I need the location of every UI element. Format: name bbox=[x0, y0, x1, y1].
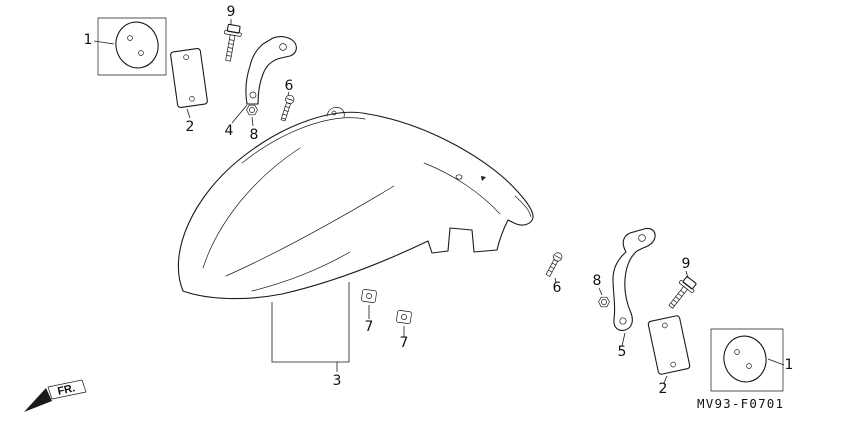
leader-line bbox=[231, 104, 248, 124]
fender-side-panel-line bbox=[423, 162, 501, 215]
plate-reflector-body bbox=[647, 315, 691, 375]
fender-tip-line bbox=[514, 195, 532, 218]
reflector-round-left: 1 bbox=[84, 17, 167, 76]
leader-line bbox=[287, 91, 290, 96]
callout-nut-right: 8 bbox=[593, 273, 602, 289]
fender-panel-hole bbox=[455, 174, 463, 180]
reflector-plate-left: 2 bbox=[170, 48, 208, 135]
bolt-threads bbox=[670, 290, 685, 307]
bracket-body bbox=[245, 36, 297, 105]
bracket-hole bbox=[279, 43, 287, 51]
reflector-round-right: 1 bbox=[710, 328, 794, 392]
screw-dot bbox=[127, 35, 133, 41]
screw-slot bbox=[286, 98, 293, 101]
callout-clip-front: 7 bbox=[365, 319, 374, 335]
bracket-hole bbox=[249, 91, 257, 99]
leader-line bbox=[621, 332, 626, 347]
screw-dot bbox=[662, 322, 668, 329]
clip-body bbox=[361, 288, 377, 304]
callout-reflector-round-left: 1 bbox=[84, 32, 93, 48]
callout-screw-left: 6 bbox=[285, 78, 294, 94]
screw-dot bbox=[734, 349, 740, 355]
callout-bolt-left: 9 bbox=[227, 4, 236, 20]
front-marker-label: FR. bbox=[56, 382, 76, 397]
round-reflector-lens bbox=[723, 335, 767, 383]
callout-bolt-right: 9 bbox=[682, 256, 691, 272]
screw-shaft bbox=[280, 102, 291, 122]
bolt-head bbox=[682, 276, 697, 290]
screw-dot bbox=[670, 361, 676, 368]
leader-line bbox=[93, 40, 115, 45]
leader-line bbox=[767, 358, 785, 366]
fender-outline bbox=[177, 111, 534, 300]
leader-line bbox=[271, 282, 350, 372]
fender-lip-line bbox=[241, 117, 366, 164]
leader-line bbox=[186, 108, 191, 119]
bolt-threads bbox=[226, 39, 235, 57]
screw-threads bbox=[548, 262, 557, 273]
screw-dot bbox=[746, 363, 752, 369]
nut-hex bbox=[598, 296, 610, 308]
figure-code: MV93-F0701 bbox=[697, 396, 784, 411]
leader-line bbox=[554, 277, 557, 284]
reflector-plate-right: 2 bbox=[647, 315, 691, 397]
nut-right: 8 bbox=[593, 273, 610, 308]
callout-bracket-right: 5 bbox=[618, 344, 627, 360]
fender-lower-line bbox=[251, 251, 351, 292]
front-fender: 3 bbox=[177, 107, 534, 389]
bolt-right: 9 bbox=[668, 256, 697, 309]
callout-bracket-left: 4 bbox=[225, 123, 234, 139]
callout-reflector-plate-left: 2 bbox=[186, 119, 195, 135]
callout-clip-rear: 7 bbox=[400, 335, 409, 351]
front-arrow-icon bbox=[24, 388, 52, 412]
callout-reflector-plate-right: 2 bbox=[659, 381, 668, 397]
clip-hole bbox=[401, 314, 407, 320]
bracket-hole bbox=[638, 234, 646, 242]
fender-tab-hole bbox=[331, 110, 337, 116]
leader-line bbox=[598, 287, 603, 296]
clip-body bbox=[396, 309, 412, 325]
screw-threads bbox=[281, 106, 290, 120]
bracket-body bbox=[612, 227, 656, 331]
clip-front: 7 bbox=[361, 288, 377, 335]
reference-box-right bbox=[710, 328, 784, 392]
leader-line bbox=[663, 375, 668, 384]
bolt-head bbox=[226, 23, 241, 34]
nut-hole bbox=[601, 299, 607, 305]
front-direction-marker: FR. bbox=[24, 379, 87, 412]
callout-nut-left: 8 bbox=[250, 127, 259, 143]
bolt-shaft bbox=[668, 286, 688, 309]
fender-crease-line bbox=[202, 147, 301, 269]
callout-reflector-round-right: 1 bbox=[785, 357, 794, 373]
screw-dot bbox=[189, 96, 195, 102]
reference-box-left bbox=[97, 17, 167, 76]
fender-mount-tab bbox=[326, 107, 345, 118]
bolt-left: 9 bbox=[224, 4, 242, 62]
nut-hex bbox=[246, 104, 258, 116]
nut-left: 8 bbox=[246, 104, 259, 143]
nut-hole bbox=[249, 107, 255, 113]
fender-panel-mark bbox=[481, 176, 486, 181]
callout-screw-right: 6 bbox=[553, 280, 562, 296]
screw-dot bbox=[183, 54, 189, 60]
screw-left: 6 bbox=[280, 78, 295, 122]
bracket-left: 4 bbox=[225, 36, 297, 139]
leader-line bbox=[251, 116, 254, 127]
round-reflector-lens bbox=[115, 21, 159, 69]
screw-dot bbox=[138, 50, 144, 56]
screw-slot bbox=[554, 255, 561, 259]
callout-fender: 3 bbox=[333, 373, 342, 389]
front-marker-box bbox=[47, 379, 87, 400]
screw-shaft bbox=[545, 259, 559, 277]
plate-reflector-body bbox=[170, 48, 208, 108]
fender-sweep-line bbox=[225, 185, 395, 277]
bracket-hole bbox=[619, 317, 627, 325]
screw-right: 6 bbox=[545, 252, 563, 296]
clip-rear: 7 bbox=[396, 309, 412, 351]
bracket-right: 5 bbox=[612, 227, 656, 360]
leader-line bbox=[685, 270, 689, 279]
clip-hole bbox=[366, 293, 372, 299]
